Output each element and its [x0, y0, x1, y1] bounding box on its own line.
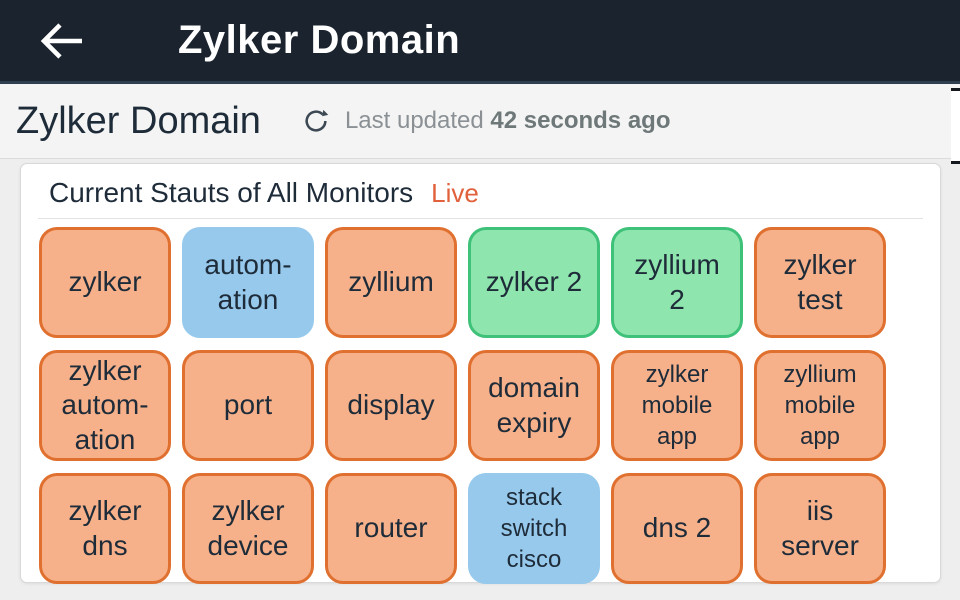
monitor-tile[interactable]: zylker 2	[468, 227, 600, 338]
monitor-label: zyllium	[348, 266, 434, 298]
arrow-left-icon	[38, 20, 86, 62]
panel-title: Current Stauts of All Monitors	[49, 177, 414, 208]
refresh-icon	[302, 107, 330, 135]
monitor-tile[interactable]: zylker autom- ation	[39, 350, 171, 461]
monitor-label: zylker device	[207, 495, 289, 561]
monitor-tile[interactable]: zylker dns	[39, 473, 171, 584]
scrollbar-thumb[interactable]	[951, 88, 960, 164]
monitor-label: zylker test	[783, 249, 857, 315]
monitor-label: display	[347, 389, 435, 421]
monitor-tile[interactable]: iis server	[754, 473, 886, 584]
app-bar: Zylker Domain	[0, 0, 960, 84]
monitor-label: zylker mobile app	[641, 360, 713, 451]
page-title: Zylker Domain	[16, 99, 261, 142]
monitor-label: iis server	[781, 495, 859, 561]
monitor-tile[interactable]: router	[325, 473, 457, 584]
last-updated-text: Last updated 42 seconds ago	[345, 107, 671, 135]
monitor-label: zylker dns	[68, 495, 142, 561]
monitor-label: zylker 2	[485, 266, 583, 298]
monitor-tile[interactable]: zylker test	[754, 227, 886, 338]
refresh-button[interactable]	[301, 106, 331, 136]
monitor-label: port	[223, 389, 273, 421]
monitor-tile[interactable]: zyllium	[325, 227, 457, 338]
monitors-card: Current Stauts of All Monitors Live zylk…	[20, 163, 941, 584]
monitor-tile[interactable]: display	[325, 350, 457, 461]
header-divider	[38, 218, 923, 219]
monitors-card-header: Current Stauts of All Monitors Live	[21, 164, 940, 218]
monitor-tile[interactable]: zylker device	[182, 473, 314, 584]
monitor-label: zyllium 2	[634, 249, 720, 315]
monitor-label: router	[354, 512, 428, 544]
monitor-tile[interactable]: port	[182, 350, 314, 461]
monitor-label: zylker	[68, 266, 142, 298]
back-button[interactable]	[38, 17, 86, 65]
monitor-tile[interactable]: zylker	[39, 227, 171, 338]
monitor-tile[interactable]: zyllium 2	[611, 227, 743, 338]
app-bar-title: Zylker Domain	[178, 18, 461, 62]
monitor-tile[interactable]: dns 2	[611, 473, 743, 584]
monitor-tile[interactable]: zylker mobile app	[611, 350, 743, 461]
monitor-tile[interactable]: stack switch cisco	[468, 473, 600, 584]
monitor-tile[interactable]: domain expiry	[468, 350, 600, 461]
monitor-label: zylker autom- ation	[61, 355, 149, 455]
live-badge: Live	[431, 178, 479, 208]
monitor-tile[interactable]: autom- ation	[182, 227, 314, 338]
monitor-tile[interactable]: zyllium mobile app	[754, 350, 886, 461]
monitor-grid: zylker autom- ation zyllium zylker 2 zyllium…	[39, 227, 940, 584]
monitor-label: dns 2	[642, 512, 712, 544]
monitor-label: stack switch cisco	[500, 483, 568, 574]
monitor-label: domain expiry	[488, 372, 580, 438]
last-updated-label: Last updated	[344, 107, 484, 134]
monitor-label: autom- ation	[204, 249, 292, 315]
toolbar: Zylker Domain Last updated 42 seconds ag…	[0, 84, 960, 159]
last-updated-value: 42 seconds ago	[490, 107, 671, 134]
monitor-label: zyllium mobile app	[783, 360, 857, 451]
